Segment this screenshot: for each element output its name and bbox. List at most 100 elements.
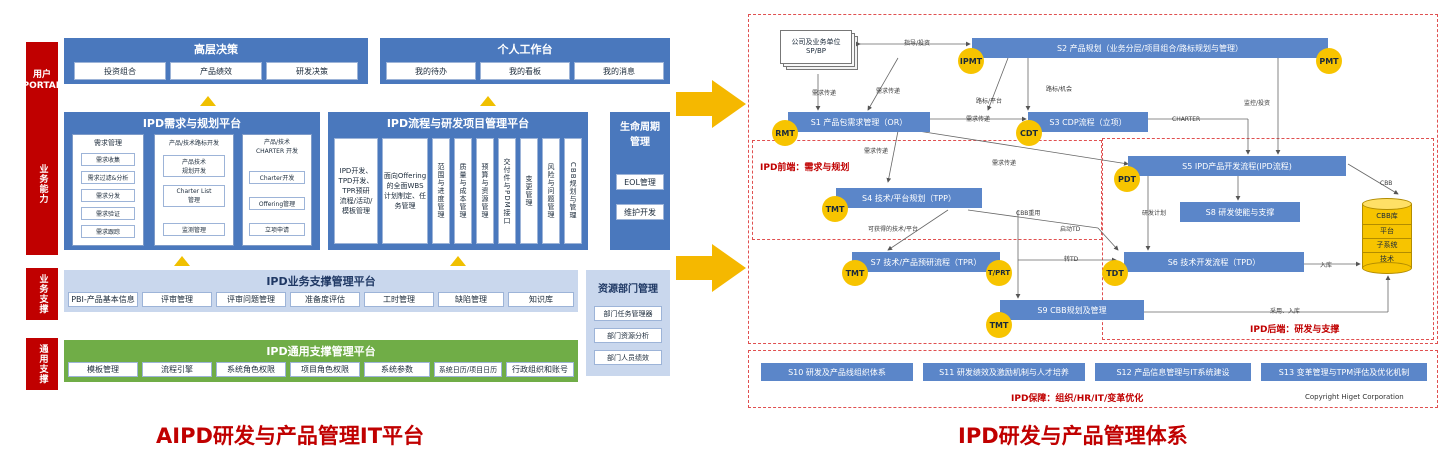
resource-item[interactable]: 部门任务管理器 [594, 306, 662, 321]
biz-support-item[interactable]: 知识库 [508, 292, 574, 307]
workbench-item-message[interactable]: 我的消息 [574, 62, 664, 80]
s3-cdp-process[interactable]: S3 CDP流程（立项） [1028, 112, 1148, 132]
s8-rd-enablement[interactable]: S8 研发使能与支撑 [1180, 202, 1300, 222]
lifecycle-title: 生命周期 管理 [620, 122, 660, 148]
common-support-item[interactable]: 系统日历/项目日历 [434, 362, 502, 377]
cbb-database-icon: CBB库 平台 子系统 技术 [1362, 198, 1412, 274]
process-vertical-item[interactable]: CBB规划与管理 [564, 138, 582, 244]
process-vertical-item[interactable]: 预算与资源管理 [476, 138, 494, 244]
biz-support-panel: IPD业务支撑管理平台 PBI-产品基本信息 评审管理 评审问题管理 准备度评估… [64, 270, 578, 312]
biz-support-item[interactable]: 缺陷管理 [438, 292, 504, 307]
flow-label: 可获得的技术/平台 [868, 226, 919, 233]
process-template-box[interactable]: IPD开发、 TPD开发、 TPR预研 流程/活动/ 模板管理 [334, 138, 378, 244]
lifecycle-item-maintenance[interactable]: 维护开发 [616, 204, 664, 220]
charter-item[interactable]: Offering管理 [249, 197, 305, 210]
rmt-badge: RMT [772, 120, 798, 146]
charter-item[interactable]: 立项申请 [249, 223, 305, 236]
biz-support-item[interactable]: 准备度评估 [290, 292, 360, 307]
demand-item[interactable]: 需求验证 [81, 207, 135, 220]
roadmap-item[interactable]: 产品技术 规划开发 [163, 155, 225, 177]
flow-label: 指导/投资 [904, 40, 931, 47]
process-vertical-item[interactable]: 变更管理 [520, 138, 538, 244]
exec-item-rd-decision[interactable]: 研发决策 [266, 62, 358, 80]
flow-label: 监控/投资 [1244, 100, 1271, 107]
common-support-item[interactable]: 项目角色权限 [290, 362, 360, 377]
exec-item-investment[interactable]: 投资组合 [74, 62, 166, 80]
up-arrow-icon [450, 256, 466, 266]
roadmap-box: 产品/技术路标开发 产品技术 规划开发 Charter List 管理 监测管理 [154, 134, 234, 246]
process-vertical-item[interactable]: 交付件与PDM接口 [498, 138, 516, 244]
flow-line [917, 130, 1129, 166]
wbs-plan-box[interactable]: 面向Offering 的全面WBS 计划制定、任 务管理 [382, 138, 428, 244]
biz-support-item[interactable]: 评审问题管理 [216, 292, 286, 307]
roadmap-item[interactable]: Charter List 管理 [163, 185, 225, 207]
tprt-badge: T/PRT [986, 260, 1012, 286]
demand-item[interactable]: 需求分发 [81, 189, 135, 202]
ipd-back-label: IPD后端：研发与支撑 [1250, 325, 1340, 335]
flow-line [867, 57, 899, 111]
resource-item[interactable]: 部门资源分析 [594, 328, 662, 343]
s4-tech-planning[interactable]: S4 技术/平台规划（TPP） [836, 188, 982, 208]
s6-tech-development[interactable]: S6 技术开发流程（TPD） [1124, 252, 1304, 272]
s10-org-system[interactable]: S10 研发及产品线组织体系 [761, 363, 913, 381]
common-support-panel: IPD通用支撑管理平台 模板管理 流程引擎 系统角色权限 项目角色权限 系统参数… [64, 340, 578, 382]
up-arrow-icon [200, 96, 216, 106]
company-document-label: 公司及业务单位 SP/BP [780, 30, 852, 64]
resource-mgmt-title: 资源部门管理 [598, 284, 658, 295]
s12-it-system[interactable]: S12 产品信息管理与IT系统建设 [1095, 363, 1251, 381]
demand-item[interactable]: 需求收集 [81, 153, 135, 166]
s1-demand-management[interactable]: S1 产品包需求管理（OR） [788, 112, 930, 132]
resource-item[interactable]: 部门人员绩效 [594, 350, 662, 365]
common-support-item[interactable]: 行政组织和账号 [506, 362, 574, 377]
biz-support-item[interactable]: 工时管理 [364, 292, 434, 307]
demand-platform-panel: IPD需求与规划平台 需求管理 需求收集 需求过滤&分析 需求分发 需求验证 需… [64, 112, 320, 250]
process-platform-panel: IPD流程与研发项目管理平台 IPD开发、 TPD开发、 TPR预研 流程/活动… [328, 112, 588, 250]
roadmap-item[interactable]: 监测管理 [163, 223, 225, 236]
common-support-item[interactable]: 系统角色权限 [216, 362, 286, 377]
row-tag-business-support: 业务支撑 [26, 268, 58, 320]
biz-support-item[interactable]: 评审管理 [142, 292, 212, 307]
s2-product-planning[interactable]: S2 产品规划（业务分层/项目组合/路标规划与管理） [972, 38, 1328, 58]
ipd-back-region [1102, 138, 1434, 340]
demand-item[interactable]: 需求跟踪 [81, 225, 135, 238]
flow-label: CBB [1380, 180, 1393, 187]
common-support-item[interactable]: 系统参数 [364, 362, 430, 377]
ipd-system-caption: IPD研发与产品管理体系 [958, 424, 1188, 448]
exec-decision-panel: 高层决策 投资组合 产品绩效 研发决策 [64, 38, 368, 84]
row-tag-business-capability: 业务能力 [26, 112, 58, 255]
personal-workbench-panel: 个人工作台 我的待办 我的看板 我的消息 [380, 38, 670, 84]
process-vertical-item[interactable]: 风险与问题管理 [542, 138, 560, 244]
s13-change-mgmt[interactable]: S13 变革管理与TPM评估及优化机制 [1261, 363, 1427, 381]
process-vertical-item[interactable]: 质量与成本管理 [454, 138, 472, 244]
s9-cbb-planning[interactable]: S9 CBB规划及管理 [1000, 300, 1144, 320]
biz-support-title: IPD业务支撑管理平台 [266, 275, 376, 288]
common-support-title: IPD通用支撑管理平台 [266, 345, 376, 358]
workbench-item-board[interactable]: 我的看板 [480, 62, 570, 80]
flow-label: 采用、入库 [1270, 308, 1301, 315]
s11-performance[interactable]: S11 研发绩效及激励机制与人才培养 [923, 363, 1085, 381]
flow-label: 研发计划 [1142, 210, 1167, 217]
flow-line [987, 57, 1009, 111]
ipd-front-label: IPD前端：需求与规划 [760, 163, 850, 173]
biz-support-item[interactable]: PBI-产品基本信息 [68, 292, 138, 307]
exec-decision-title: 高层决策 [194, 43, 238, 56]
s5-ipd-process[interactable]: S5 IPD产品开发流程(IPD流程) [1128, 156, 1346, 176]
common-support-item[interactable]: 流程引擎 [142, 362, 212, 377]
demand-item[interactable]: 需求过滤&分析 [81, 171, 135, 184]
workbench-item-todo[interactable]: 我的待办 [386, 62, 476, 80]
ipd-system-frame [748, 14, 1438, 344]
lifecycle-item-eol[interactable]: EOL管理 [616, 174, 664, 190]
process-vertical-item[interactable]: 范围与进度管理 [432, 138, 450, 244]
charter-item[interactable]: Charter开发 [249, 171, 305, 184]
tmt-badge: TMT [822, 196, 848, 222]
common-support-item[interactable]: 模板管理 [68, 362, 138, 377]
flow-label: 需求传递 [876, 88, 901, 95]
s7-tech-research[interactable]: S7 技术/产品预研流程（TPR） [852, 252, 1000, 272]
transition-arrow-icon [676, 244, 746, 292]
cbb-db-layer: 平台 [1362, 224, 1412, 236]
charter-box: 产品/技术 CHARTER 开发 Charter开发 Offering管理 立项… [242, 134, 312, 246]
exec-item-performance[interactable]: 产品绩效 [170, 62, 262, 80]
cbb-db-layer: 技术 [1362, 252, 1412, 264]
flow-line [887, 209, 949, 251]
flow-label: 启动TD [1060, 226, 1081, 233]
